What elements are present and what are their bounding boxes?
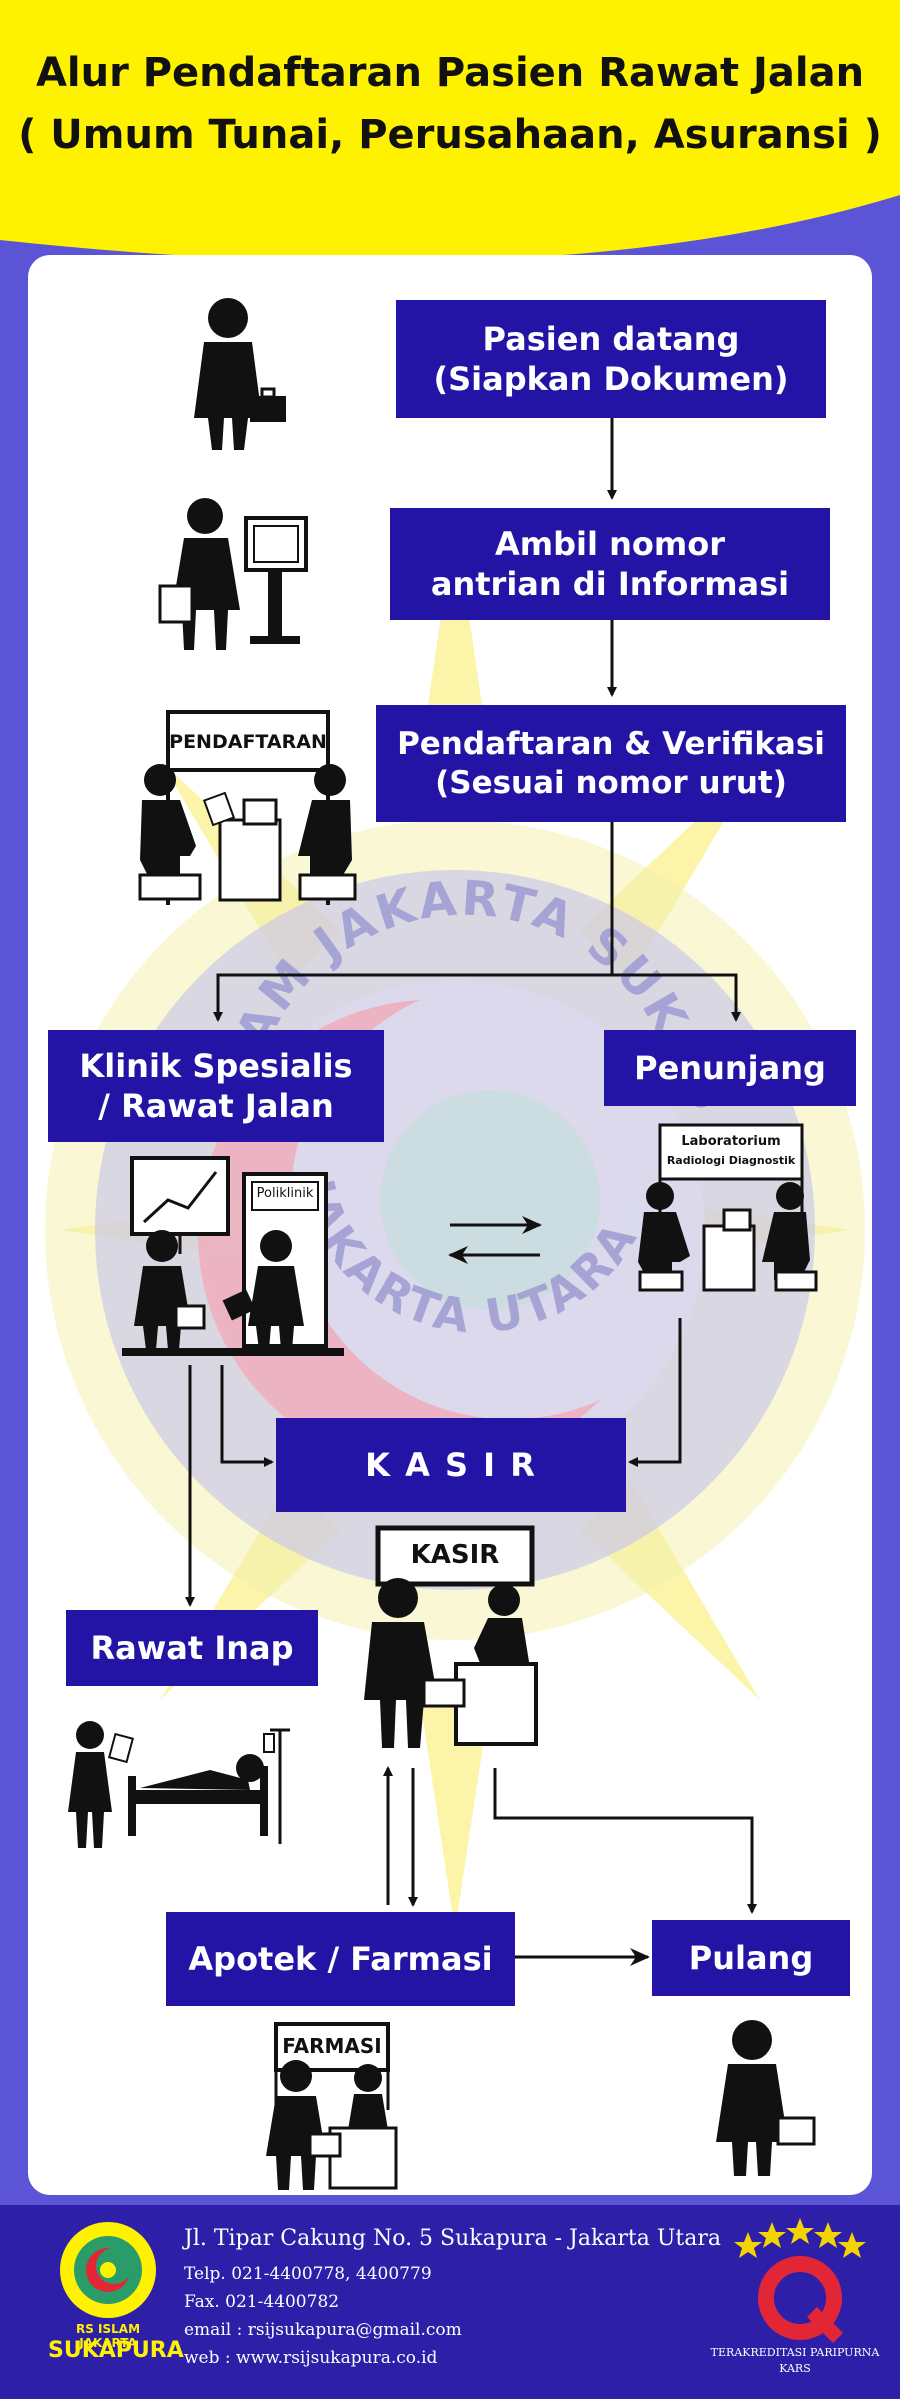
step-pendaftaran-line1: Pendaftaran & Verifikasi <box>397 725 825 762</box>
step-ambil-nomor: Ambil nomor antrian di Informasi <box>390 508 830 620</box>
step-apotek-farmasi: Apotek / Farmasi <box>166 1912 515 2006</box>
page-title-line1: Alur Pendaftaran Pasien Rawat Jalan <box>35 50 865 96</box>
step-ambil-nomor-line2: antrian di Informasi <box>430 565 790 603</box>
logo-text-line1: RS ISLAM JAKARTA <box>75 2322 141 2350</box>
step-pasien-datang-line2: (Siapkan Dokumen) <box>433 360 789 398</box>
step-rawat-inap: Rawat Inap <box>66 1610 318 1686</box>
footer-address: Jl. Tipar Cakung No. 5 Sukapura - Jakart… <box>184 2226 722 2251</box>
step-pulang-label: Pulang <box>688 1939 814 1977</box>
clinic-icon <box>122 1156 344 1356</box>
step-pendaftaran-line2: (Sesuai nomor urut) <box>435 764 787 801</box>
step-pasien-datang-line1: Pasien datang <box>482 320 740 358</box>
sign-poliklinik: Poliklinik <box>256 1186 314 1201</box>
step-kasir-label: K A S I R <box>365 1446 537 1484</box>
footer-fax: Fax. 021-4400782 <box>184 2292 340 2312</box>
step-klinik-line1: Klinik Spesialis <box>79 1047 353 1085</box>
header-banner <box>0 0 900 262</box>
step-rawat-inap-label: Rawat Inap <box>90 1629 294 1667</box>
hospital-bed-icon <box>68 1721 290 1848</box>
laboratory-icon <box>638 1123 818 1292</box>
step-penunjang: Penunjang <box>604 1030 856 1106</box>
accreditation-text-line2: KARS <box>779 2362 811 2375</box>
step-kasir: K A S I R <box>276 1418 626 1512</box>
footer-web: web : www.rsijsukapura.co.id <box>184 2348 438 2368</box>
step-apotek-label: Apotek / Farmasi <box>188 1940 493 1978</box>
arrow-to-penunjang <box>612 973 741 1022</box>
accreditation-text-line1: TERAKREDITASI PARIPURNA <box>710 2346 880 2359</box>
arrow-klinik-kasir <box>220 1365 274 1467</box>
arrow-to-klinik <box>213 822 614 1022</box>
step-klinik-line2: / Rawat Jalan <box>98 1087 334 1125</box>
footer-phone: Telp. 021-4400778, 4400779 <box>184 2264 432 2284</box>
pharmacy-icon <box>266 2022 398 2190</box>
cashier-icon <box>364 1525 538 1748</box>
step-penunjang-label: Penunjang <box>634 1049 826 1087</box>
step-pasien-datang: Pasien datang (Siapkan Dokumen) <box>396 300 826 418</box>
sign-lab-line2: Radiologi Diagnostik <box>666 1154 796 1167</box>
page-title-line2: ( Umum Tunai, Perusahaan, Asuransi ) <box>18 112 882 158</box>
step-klinik-spesialis: Klinik Spesialis / Rawat Jalan <box>48 1030 384 1142</box>
arrow-penunjang-kasir <box>628 1318 682 1467</box>
pictograms <box>68 298 818 2190</box>
footer-email: email : rsijsukapura@gmail.com <box>184 2320 462 2340</box>
hospital-logo <box>60 2222 156 2318</box>
flow-arrows <box>185 418 757 1966</box>
person-briefcase-icon <box>194 298 286 450</box>
registration-desk-icon <box>138 710 357 905</box>
sign-kasir: KASIR <box>410 1540 500 1570</box>
kiosk-icon <box>158 498 308 650</box>
arrow-kasir-pulang <box>493 1768 757 1914</box>
sign-farmasi: FARMASI <box>282 2034 382 2058</box>
sign-lab-line1: Laboratorium <box>681 1134 781 1149</box>
person-leaving-icon <box>716 2020 816 2176</box>
sign-pendaftaran: PENDAFTARAN <box>169 731 327 753</box>
logo-text-line2: SUKAPURA <box>48 2338 184 2363</box>
accreditation-logo <box>734 2218 866 2343</box>
step-pulang: Pulang <box>652 1920 850 1996</box>
step-ambil-nomor-line1: Ambil nomor <box>495 525 725 563</box>
step-pendaftaran-verifikasi: Pendaftaran & Verifikasi (Sesuai nomor u… <box>376 705 846 822</box>
